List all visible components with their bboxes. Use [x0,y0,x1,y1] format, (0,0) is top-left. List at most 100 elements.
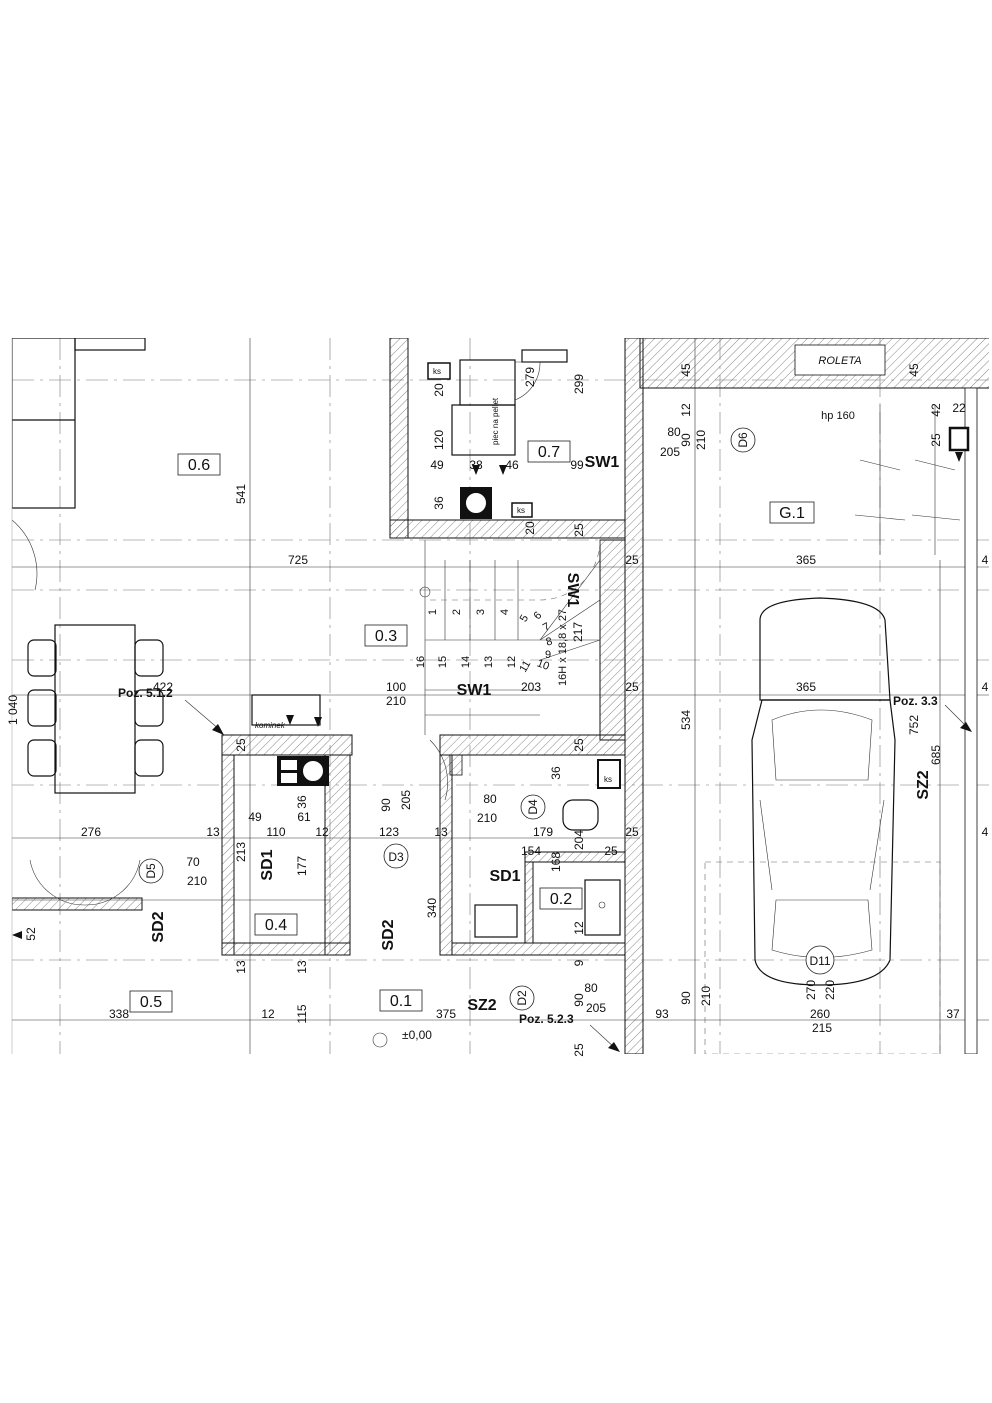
stair-step: 2 [451,609,463,615]
dim-label: 52 [24,927,38,941]
dim-label: 12 [315,825,329,839]
dim-label: 270 [804,980,818,1000]
room-0-6: 0.6 [188,457,210,474]
dim-label: 13 [434,825,448,839]
bathroom-fixtures [429,739,621,938]
dim-label: 25 [929,433,943,447]
dim-label: 12 [261,1007,275,1021]
poz-5-1-2: Poz. 5.1.2 [118,686,173,700]
dim-label: 100 [386,680,406,694]
room-0-7: 0.7 [538,444,560,461]
room-boxes [129,440,815,1013]
dim-label: 115 [295,1004,309,1023]
dim-label: 12 [572,921,586,935]
level-label: ±0,00 [402,1028,432,1042]
dim-label: 46 [505,458,519,472]
dim-label: 25 [625,553,639,567]
dim-label: 1 040 [6,695,20,725]
dim-label: 210 [187,874,207,888]
dim-label: 260 [810,1007,830,1021]
dim-label: 204 [572,830,586,850]
dim-label: 205 [660,445,680,459]
dim-label: 279 [523,367,537,387]
dim-label: 4 [982,680,989,694]
kominek-label: kominek [255,721,286,730]
stair-step: 14 [460,656,472,668]
stair-step: 12 [506,656,518,668]
dim-label: 685 [929,745,943,765]
door-d2: D2 [515,990,529,1006]
dim-label: 25 [604,844,618,858]
dim-label: 37 [946,1007,960,1021]
dim-label: 179 [533,825,553,839]
code-sw1-stair: SW1 [564,573,581,608]
dim-label: 25 [234,738,248,752]
door-d11: D11 [809,954,830,968]
dim-label: 49 [248,810,262,824]
dim-label: 45 [907,363,921,377]
dim-label: 422 [153,680,173,694]
dim-label: 25 [625,680,639,694]
position-arrows [12,452,972,1052]
dim-label: 210 [699,986,713,1006]
dim-label: 22 [952,401,966,415]
dim-label: 38 [469,458,483,472]
dim-label: 20 [432,383,446,397]
code-sd2-mid: SD2 [380,919,397,950]
dim-label: 12 [679,403,693,417]
dim-label: 13 [295,960,309,974]
dim-label: 93 [655,1007,669,1021]
stair-step: 8 [545,636,554,649]
ks-label-3: ks [604,775,612,784]
car-outline [704,597,941,1054]
dim-label: 210 [477,811,497,825]
dim-label: 9 [572,959,586,966]
dim-label: 90 [679,433,693,447]
dim-label: 365 [796,680,816,694]
stair-step: 13 [483,656,495,668]
dim-label: 25 [572,1043,586,1057]
staircase [424,539,601,776]
stair-step: 6 [531,609,544,622]
dim-label: 534 [679,710,693,730]
code-sd2-left: SD2 [150,911,167,942]
position-labels: Poz. 5.1.2 Poz. 3.3 Poz. 5.2.3 [118,686,938,1026]
dim-label: 210 [386,694,406,708]
dim-label: 120 [432,430,446,450]
stair-step: 5 [518,613,531,624]
dim-label: 205 [586,1001,606,1015]
dim-label: 90 [379,798,393,812]
dim-label: 4 [982,553,989,567]
dim-label: 49 [430,458,444,472]
stairs-label: 16H x 18,8 x 27 [557,609,569,686]
dim-label: 80 [483,792,497,806]
dim-label: 365 [796,553,816,567]
room-0-1: 0.1 [390,993,412,1010]
dim-label: 20 [523,521,537,535]
stair-step: 9 [545,649,551,661]
hp-label: hp 160 [821,410,855,422]
dim-label: 4 [982,825,989,839]
dim-label: 168 [549,852,563,872]
dim-label: 61 [297,810,311,824]
element-codes: SW1 SW1 SW1 SD1 SD1 SD2 SD2 SZ2 SZ2 [150,454,932,1014]
dim-label: 90 [679,991,693,1005]
dim-label: 338 [109,1007,129,1021]
ks-label-2: ks [517,506,525,515]
dim-label: 276 [81,825,101,839]
dim-label: 217 [571,622,585,642]
door-d5: D5 [144,863,158,879]
stair-step: 4 [499,609,511,615]
poz-5-2-3: Poz. 5.2.3 [519,1012,574,1026]
stair-step: 16 [415,656,427,668]
room-0-5: 0.5 [140,994,162,1011]
dim-label: 340 [425,898,439,918]
dim-label: 70 [186,855,200,869]
bicycles [854,405,961,555]
dim-label: 25 [572,523,586,537]
dim-label: 541 [234,484,248,504]
stair-step: 10 [535,657,551,672]
dim-label: 99 [570,458,584,472]
code-sw1-top: SW1 [585,454,620,471]
